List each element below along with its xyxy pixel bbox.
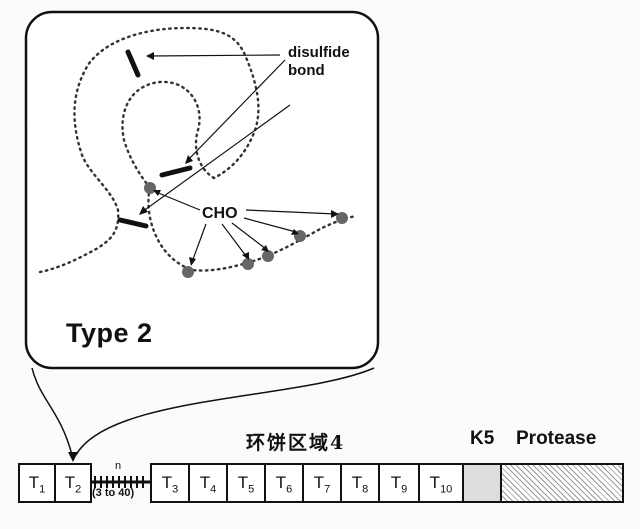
domain-t3: T3 [150,463,190,503]
disulfide-label-line2: bond [288,62,350,80]
domain-t10-base: T [430,473,440,492]
domain-t5: T5 [226,463,266,503]
domain-t1-sub: 1 [39,483,45,495]
inset-connector-left [32,368,72,455]
domain-t10: T10 [418,463,464,503]
domain-t1: T1 [18,463,56,503]
domain-t3-sub: 3 [172,483,178,495]
protease-domain-box [500,463,624,503]
domain-t7: T7 [302,463,342,503]
domain-t5-base: T [238,473,248,492]
domain-t1-base: T [29,473,39,492]
domain-region-label: 环饼区域4 [246,428,345,455]
domain-t7-base: T [314,473,324,492]
domain-t4-base: T [200,473,210,492]
domain-t4: T4 [188,463,228,503]
domain-t10-sub: 10 [440,483,452,495]
domain-t9-sub: 9 [401,483,407,495]
domain-t8: T8 [340,463,380,503]
domain-t4-sub: 4 [210,483,216,495]
domain-t2-sub: 2 [75,483,81,495]
domain-t8-sub: 8 [362,483,368,495]
domain-t6-base: T [276,473,286,492]
cho-label: CHO [202,205,238,223]
inset-arrowhead [68,452,78,462]
domain-t5-sub: 5 [248,483,254,495]
domain-t7-sub: 7 [324,483,330,495]
disulfide-label: disulfide bond [288,44,350,80]
domain-t9-base: T [391,473,401,492]
domain-t3-base: T [162,473,172,492]
domain-t6-sub: 6 [286,483,292,495]
k5-label: K5 [470,428,494,450]
domain-t6: T6 [264,463,304,503]
domain-t2-base: T [65,473,75,492]
repeat-range-label: (3 to 40) [92,487,134,499]
domain-t2: T2 [54,463,92,503]
domain-t8-base: T [352,473,362,492]
repeat-count-label: n [115,460,121,472]
inset-title: Type 2 [66,318,153,349]
domain-t9: T9 [378,463,420,503]
k5-domain-box [462,463,502,503]
protease-label: Protease [516,428,596,450]
disulfide-label-line1: disulfide [288,44,350,62]
